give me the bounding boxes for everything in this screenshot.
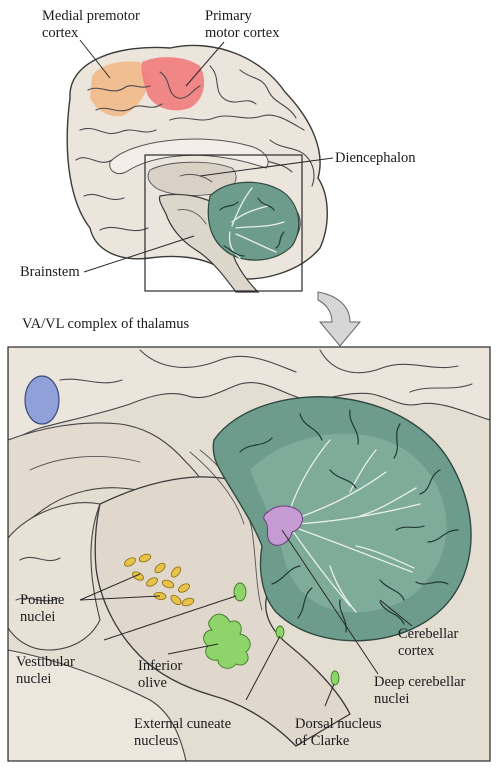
cerebellum-small: [208, 182, 299, 260]
label-medial-premotor: Medial premotor cortex: [42, 8, 143, 41]
zoom-arrow: [318, 292, 360, 346]
whole-brain-sagittal: [67, 45, 327, 292]
label-va-vl: VA/VL complex of thalamus: [22, 316, 189, 332]
va-vl-thalamus-nucleus: [25, 376, 59, 424]
label-brainstem: Brainstem: [20, 264, 80, 280]
label-primary-motor: Primary motor cortex: [205, 8, 280, 41]
label-diencephalon: Diencephalon: [335, 150, 416, 166]
inset-diagram: [8, 347, 490, 761]
dorsal-nucleus-clarke: [331, 671, 339, 685]
vestibular-nuclei: [234, 583, 246, 601]
